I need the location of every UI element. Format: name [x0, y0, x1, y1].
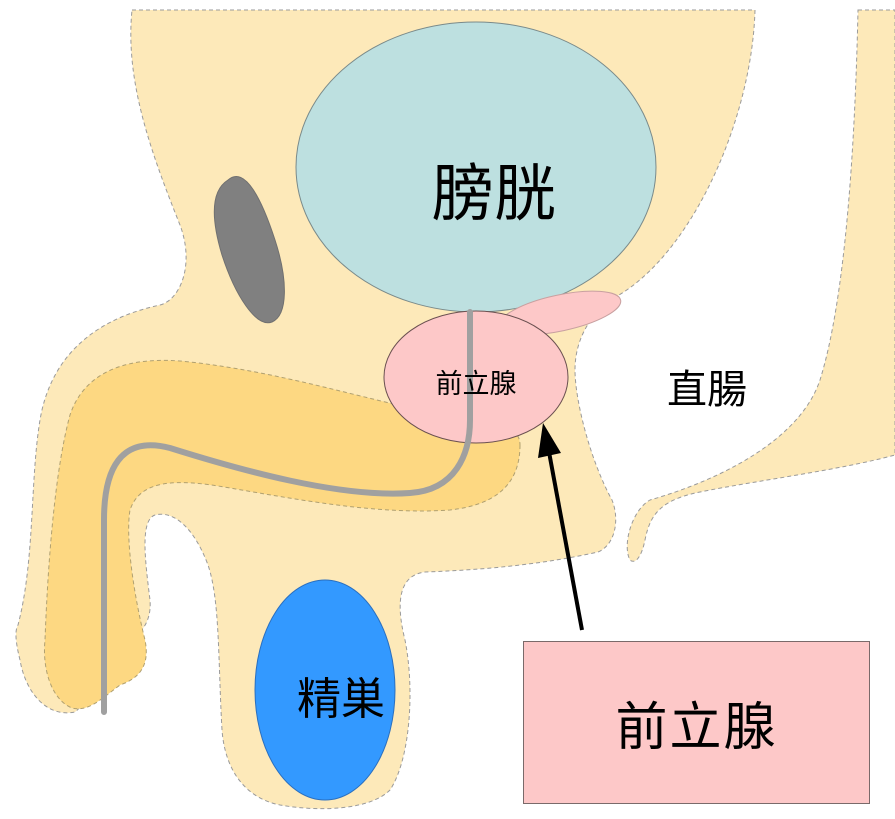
rectum-label: 直腸	[667, 367, 747, 413]
prostate-label: 前立腺	[436, 369, 517, 400]
prostate-callout-label: 前立腺	[615, 685, 777, 760]
testis-label: 精巣	[297, 674, 385, 725]
prostate-callout-box: 前立腺	[523, 641, 870, 804]
bladder-label: 膀胱	[432, 157, 556, 230]
